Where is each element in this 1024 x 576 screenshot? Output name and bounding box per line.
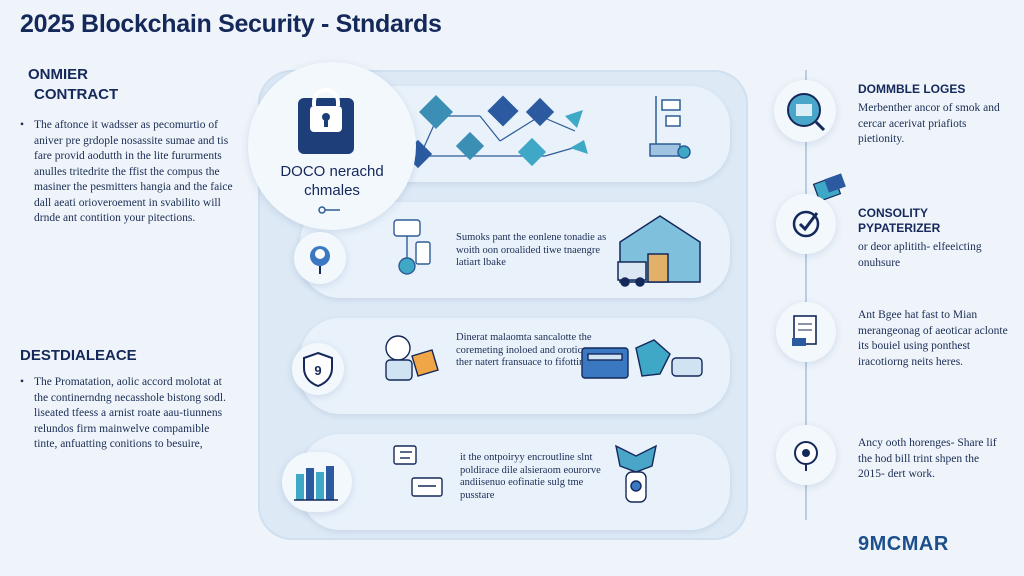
token-stack-icon: [812, 173, 846, 202]
section-heading: DESTDIALEACE: [20, 347, 137, 364]
row-text: Dinerat malaomta sancalotte the coremeti…: [456, 332, 592, 368]
lock-icon: [298, 88, 354, 154]
section-heading-line2: CONTRACT: [34, 86, 119, 103]
section-heading-line1: ONMIER: [28, 66, 88, 83]
key-icon: [318, 206, 340, 214]
check-icon: [776, 194, 836, 254]
right-item-body: Merbenther ancor of smok and cercar acer…: [858, 102, 1000, 145]
flow-row-3: Dinerat malaomta sancalotte the coremeti…: [300, 318, 730, 414]
identity-devices-illustration: [385, 335, 703, 381]
page-title: 2025 Blockchain Security - Stndards: [20, 10, 442, 38]
right-item-1: DOMMBLE LOGES Merbenther ancor of smok a…: [858, 82, 1008, 148]
badge-caption-line1: DOCO nerachd: [280, 163, 384, 180]
right-item-2: CONSOLITY PYPATERIZER or deor aplitith- …: [858, 206, 1008, 271]
right-item-body: or deor aplitith- elfeeicting onuhsure: [858, 241, 982, 269]
right-item-4: Ancy ooth horenges- Share lif the hod bi…: [858, 436, 1008, 483]
section-smart-contract: ONMIER CONTRACT • The aftonce it wadsser…: [20, 66, 235, 227]
bullet-text: The Promatation, aolic accord molotat at…: [34, 376, 226, 450]
shield-icon: 9: [292, 343, 344, 395]
location-pin-icon: [776, 425, 836, 485]
row-text: it the ontpoiryy encroutline slnt poldir…: [460, 452, 601, 501]
badge-caption-line2: chmales: [304, 182, 360, 199]
right-item-heading: DOMMBLE LOGES: [858, 82, 966, 96]
right-item-body: Ancy ooth horenges- Share lif the hod bi…: [858, 437, 997, 480]
user-node-icon: [294, 232, 346, 284]
right-item-heading: CONSOLITY PYPATERIZER: [858, 206, 941, 235]
bar-chart-icon: [282, 452, 352, 512]
right-item-3: Ant Bgee hat fast to Mian merangeonag of…: [858, 308, 1008, 370]
timeline-line: [805, 70, 807, 520]
section-destdialeace: DESTDIALEACE • The Promatation, aolic ac…: [20, 347, 235, 453]
bullet-text: The aftonce it wadsser as pecomurtio of …: [34, 119, 233, 224]
document-icon: [776, 302, 836, 362]
search-bug-icon: [774, 80, 836, 142]
svg-text:9: 9: [314, 363, 321, 378]
right-item-body: Ant Bgee hat fast to Mian merangeonag of…: [858, 309, 1008, 368]
flow-row-4: it the ontpoiryy encroutline slnt poldir…: [300, 434, 730, 530]
row-text: Sumoks pant the eonlene tonadie as woith…: [456, 232, 607, 268]
home-network-illustration: [393, 215, 701, 287]
security-badge: DOCO nerachd chmales: [248, 62, 416, 230]
data-assistant-illustration: [393, 444, 657, 503]
badge-caption: DOCO nerachd chmales: [248, 162, 416, 200]
section-heading: ONMIER CONTRACT: [20, 66, 235, 104]
bullet-item: • The aftonce it wadsser as pecomurtio o…: [20, 118, 235, 227]
brand-logo: 9MCMAR: [858, 533, 949, 555]
bullet-item: • The Promatation, aolic accord molotat …: [20, 375, 235, 453]
